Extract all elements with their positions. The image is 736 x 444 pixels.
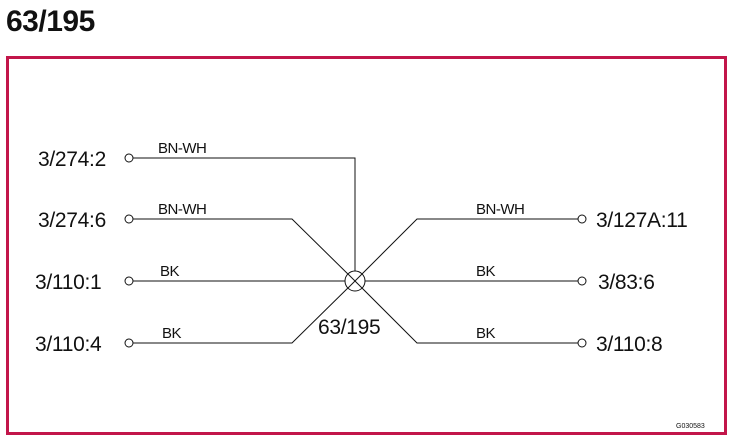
wire-color-right-3: BK bbox=[476, 325, 496, 342]
terminal-right-1 bbox=[577, 214, 587, 224]
wire-left-1 bbox=[133, 157, 356, 281]
splice-label: 63/195 bbox=[318, 316, 380, 339]
wire-left-2 bbox=[133, 218, 356, 282]
wire-right-3 bbox=[354, 280, 578, 344]
page-title: 63/195 bbox=[6, 5, 95, 38]
splice-node bbox=[344, 270, 366, 292]
terminal-left-1 bbox=[124, 153, 134, 163]
terminal-right-2 bbox=[577, 276, 587, 286]
terminal-label-left-3: 3/110:1 bbox=[35, 271, 101, 294]
terminal-label-left-2: 3/274:6 bbox=[38, 209, 106, 232]
terminal-left-2 bbox=[124, 214, 134, 224]
terminal-label-right-2: 3/83:6 bbox=[598, 271, 655, 294]
terminal-right-3 bbox=[577, 338, 587, 348]
wire-color-left-2: BN-WH bbox=[158, 201, 206, 218]
terminal-left-4 bbox=[124, 338, 134, 348]
wire-color-left-3: BK bbox=[160, 263, 180, 280]
wire-color-right-2: BK bbox=[476, 263, 496, 280]
terminal-label-right-1: 3/127A:11 bbox=[596, 209, 688, 232]
terminal-label-left-1: 3/274:2 bbox=[38, 148, 106, 171]
figure-code: G030583 bbox=[676, 423, 705, 430]
diagram-frame bbox=[6, 56, 727, 435]
terminal-label-left-4: 3/110:4 bbox=[35, 333, 102, 356]
wire-color-left-4: BK bbox=[162, 325, 182, 342]
wire-right-1 bbox=[354, 218, 578, 282]
wire-left-4 bbox=[133, 280, 356, 344]
terminal-left-3 bbox=[124, 276, 134, 286]
wire-color-right-1: BN-WH bbox=[476, 201, 524, 218]
wire-color-left-1: BN-WH bbox=[158, 140, 206, 157]
terminal-label-right-3: 3/110:8 bbox=[596, 333, 662, 356]
